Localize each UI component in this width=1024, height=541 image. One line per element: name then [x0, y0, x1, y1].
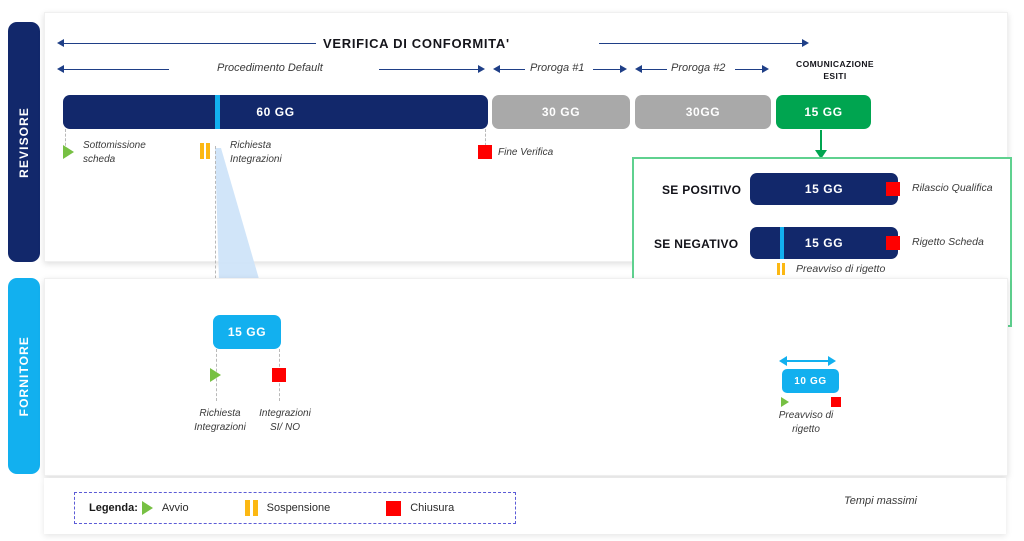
stop-icon [886, 182, 900, 196]
verifica-headline: VERIFICA DI CONFORMITA' [323, 36, 510, 51]
outcome-negative-result: Rigetto Scheda [912, 236, 984, 248]
legend-item-chiusura: Chiusura [386, 500, 455, 516]
outcome-positive-result: Rilascio Qualifica [912, 182, 993, 194]
suspension-stripe-icon [215, 95, 220, 129]
bar-proroga-2: 30GG [635, 95, 771, 129]
green-connector-arrow-icon [815, 150, 827, 159]
play-icon [781, 397, 789, 407]
proroga1-arrow-head-left [493, 65, 500, 73]
proroga1-arrow-line-left [499, 69, 525, 70]
green-connector-line [820, 130, 822, 152]
marker-label-sottomissione: Sottomissione scheda [83, 140, 146, 165]
outcome-positive-bar-label: 15 GG [804, 182, 844, 196]
play-icon [63, 145, 74, 159]
play-icon [141, 501, 153, 515]
fornitore-panel: 15 GG Richiesta Integrazioni Integrazion… [44, 278, 1008, 476]
bar-comunicazione-esiti-label: 15 GG [804, 105, 843, 119]
default-arrow-head-right [478, 65, 485, 73]
pause-icon [777, 263, 785, 275]
bar-comunicazione-esiti: 15 GG [776, 95, 871, 129]
outcome-negative-suspension-label: Preavviso di rigetto [796, 263, 886, 275]
verifica-arrow-head-left [57, 39, 64, 47]
legend-panel: Legenda: Avvio Sospensione Chiusura Temp… [44, 478, 1006, 534]
fornitore-marker-label-richiesta: Richiesta Integrazioni [194, 408, 246, 433]
fornitore-rejection-label: Preavviso di rigetto [778, 410, 834, 435]
stop-icon [386, 500, 402, 516]
legend-title: Legenda: [89, 502, 138, 514]
default-arrow-line-left [63, 69, 169, 70]
proroga2-arrow-line-right [735, 69, 763, 70]
suspension-stripe-icon [780, 227, 784, 259]
outcome-negative-bar-label: 15 GG [804, 236, 844, 250]
phase-label-proroga-2: Proroga #2 [671, 62, 726, 74]
proroga1-arrow-head-right [620, 65, 627, 73]
rejection-arrow-head-right [828, 356, 836, 366]
bar-procedimento-default-label: 60 GG [256, 105, 295, 119]
bar-proroga-1-label: 30 GG [541, 105, 581, 119]
phase-label-proroga-1: Proroga #1 [530, 62, 585, 74]
guide-fine-verifica [485, 129, 486, 155]
lane-tab-revisore-label: REVISORE [17, 106, 31, 178]
bar-procedimento-default: 60 GG [63, 95, 488, 129]
verifica-arrow-head-right [802, 39, 809, 47]
outcome-positive-bar: 15 GG [750, 173, 898, 205]
fornitore-integration-bar-label: 15 GG [227, 325, 267, 339]
marker-label-richiesta-integrazioni: Richiesta Integrazioni [230, 140, 282, 165]
pause-icon [200, 143, 210, 159]
fornitore-integration-bar: 15 GG [213, 315, 281, 349]
lane-tab-fornitore-label: FORNITORE [17, 335, 31, 417]
stop-icon [272, 368, 286, 382]
fornitore-rejection-bar: 10 GG [782, 369, 839, 393]
legend-label-sospensione: Sospensione [266, 502, 331, 514]
stop-icon [478, 145, 492, 159]
proroga1-arrow-line-right [593, 69, 621, 70]
bar-proroga-2-label: 30GG [685, 105, 721, 119]
legend-item-avvio: Avvio [141, 501, 189, 515]
phase-label-comunicazione-esiti: COMUNICAZIONE ESITI [796, 59, 874, 81]
default-arrow-head-left [57, 65, 64, 73]
outcome-negative-condition: SE NEGATIVO [654, 237, 739, 251]
proroga2-arrow-line-left [641, 69, 667, 70]
fornitore-rejection-bar-label: 10 GG [794, 375, 827, 387]
stop-icon [886, 236, 900, 250]
rejection-arrow-head-left [779, 356, 787, 366]
fornitore-marker-label-integrazioni: Integrazioni SI/ NO [259, 408, 311, 433]
proroga2-arrow-head-left [635, 65, 642, 73]
legend-box: Legenda: Avvio Sospensione Chiusura [74, 492, 516, 524]
verifica-arrow-line-right [599, 43, 803, 44]
default-arrow-line-right [379, 69, 479, 70]
guide-sottomissione [65, 129, 66, 155]
outcome-positive-condition: SE POSITIVO [662, 183, 742, 197]
outcome-negative-bar: 15 GG [750, 227, 898, 259]
pause-icon [244, 500, 258, 516]
phase-label-procedimento-default: Procedimento Default [217, 62, 323, 74]
lane-tab-revisore: REVISORE [8, 22, 40, 262]
marker-label-fine-verifica: Fine Verifica [498, 147, 554, 158]
bar-proroga-1: 30 GG [492, 95, 630, 129]
rejection-arrow-line [785, 360, 831, 362]
verifica-arrow-line-left [63, 43, 316, 44]
play-icon [210, 368, 221, 382]
legend-item-sospensione: Sospensione [244, 500, 331, 516]
legend-label-chiusura: Chiusura [410, 502, 455, 514]
legend-label-avvio: Avvio [161, 502, 189, 514]
stop-icon [831, 397, 841, 407]
proroga2-arrow-head-right [762, 65, 769, 73]
legend-note: Tempi massimi [844, 495, 917, 507]
guide-long-richiesta-integrazioni [215, 146, 216, 388]
lane-tab-fornitore: FORNITORE [8, 278, 40, 474]
